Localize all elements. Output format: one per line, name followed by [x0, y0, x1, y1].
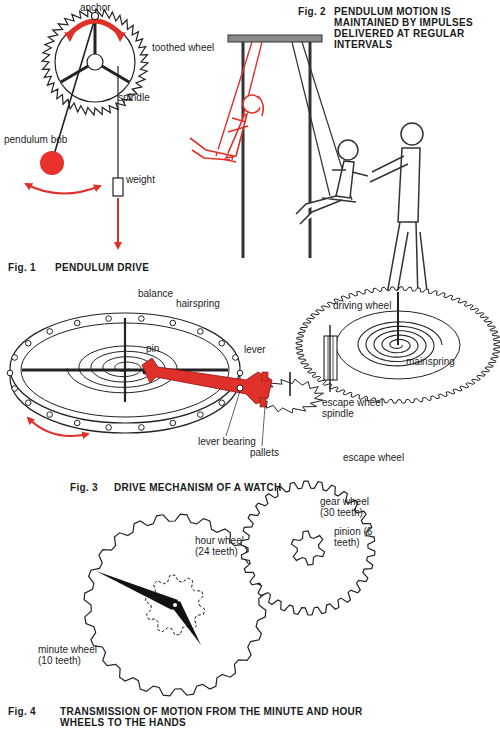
- wheel-label: gear wheel (30 teeth): [320, 496, 384, 518]
- balance-screw: [233, 355, 239, 361]
- gear-outline-svg: [290, 530, 326, 566]
- balance-screw: [139, 316, 145, 322]
- swing-rope: [292, 42, 330, 196]
- gear-wheel-node: gear wheel (30 teeth)pinion (6 teeth): [240, 480, 376, 616]
- gear-wheel-node: hour wheel (24 teeth): [83, 513, 267, 697]
- pendulum-drive: [26, 9, 148, 248]
- minute-hand: [96, 571, 178, 610]
- child-figure: [296, 140, 368, 224]
- hour-hand: [171, 601, 201, 645]
- part-label: pallets: [250, 447, 279, 458]
- pendulum-bob: [40, 151, 64, 175]
- balance-screw: [219, 340, 225, 346]
- figure-caption: Fig. 1: [8, 262, 36, 273]
- figure-caption: DRIVE MECHANISM OF A WATCH: [114, 482, 281, 493]
- figure-caption: PENDULUM MOTION IS MAINTAINED BY IMPULSE…: [334, 6, 484, 50]
- balance-screw: [47, 329, 53, 335]
- part-label: balance: [138, 288, 173, 299]
- part-label: weight: [126, 174, 155, 185]
- gear-outline: [291, 531, 324, 565]
- part-label: lever bearing: [198, 436, 256, 447]
- balance-screw: [139, 425, 145, 431]
- part-label: hairspring: [176, 298, 220, 309]
- weight-cord: [117, 66, 118, 178]
- wheel-rim: [55, 22, 135, 102]
- lever-symbol: [142, 358, 272, 404]
- watch-mechanism: [7, 287, 500, 446]
- balance-screw: [198, 329, 204, 335]
- balance-screws: [7, 316, 243, 430]
- pallet-stone: [260, 398, 266, 407]
- anchor-symbol: [68, 21, 122, 36]
- swing-arrow: [26, 184, 100, 194]
- swing-scene: [190, 35, 428, 300]
- driving-arbor: [397, 292, 399, 345]
- part-label: escape wheel spindle: [322, 397, 386, 419]
- balance-screw: [237, 370, 243, 376]
- part-label: minute wheel (10 teeth): [38, 644, 108, 666]
- figure-caption: Fig. 4: [8, 706, 36, 717]
- escape-arbor: [289, 372, 291, 396]
- swing-top-bar: [228, 35, 322, 42]
- hand-hub: [173, 603, 177, 607]
- gear-wheel-node: pinion (6 teeth): [290, 530, 326, 566]
- balance-wheel: [10, 313, 240, 433]
- part-label: mainspring: [406, 356, 455, 367]
- balance-screw: [7, 370, 13, 376]
- figure-caption: Fig. 2: [298, 6, 326, 17]
- figure-caption: TRANSMISSION OF MOTION FROM THE MINUTE A…: [60, 706, 390, 728]
- gravity-arrow: [117, 198, 119, 248]
- part-label: pin: [146, 343, 159, 354]
- part-label: spindle: [118, 92, 150, 103]
- balance-screw: [170, 320, 176, 326]
- leader-line: [226, 391, 240, 436]
- man-figure: [370, 123, 428, 300]
- balance-screw: [25, 340, 31, 346]
- driving-wheel: [296, 287, 500, 403]
- balance-screw: [74, 320, 80, 326]
- anchor-pivot: [92, 13, 99, 20]
- gear-outline: [84, 514, 266, 696]
- balance-screw: [106, 425, 112, 431]
- balance-screw: [74, 420, 80, 426]
- lever-bearing-pivot: [237, 385, 243, 391]
- minute-wheel: [145, 575, 204, 635]
- swing-post: [309, 42, 312, 258]
- part-label: escape wheel: [343, 452, 404, 463]
- wheel-label: pinion (6 teeth): [334, 526, 390, 548]
- weight-block: [113, 178, 123, 196]
- hand-hub: [170, 600, 180, 610]
- balance-screw: [170, 420, 176, 426]
- balance-screw: [47, 412, 53, 418]
- escape-pinion: [324, 325, 337, 392]
- figure-caption: Fig. 3: [70, 482, 98, 493]
- anchor-pallets: [64, 32, 126, 42]
- part-label: toothed wheel: [152, 42, 214, 53]
- figure-caption: PENDULUM DRIVE: [55, 262, 149, 273]
- girl-figure: [190, 95, 263, 162]
- part-label: lever: [244, 344, 266, 355]
- spindle-hub: [87, 54, 103, 70]
- balance-screw: [106, 316, 112, 322]
- oscillation-arrow: [28, 418, 88, 436]
- balance-screw: [25, 400, 31, 406]
- part-label: pendulum bob: [4, 134, 67, 145]
- balance-staff: [124, 318, 126, 402]
- part-label: anchor: [80, 2, 111, 13]
- balance-screw: [12, 386, 18, 392]
- leader-line: [262, 406, 265, 446]
- pallet-stone: [262, 372, 268, 381]
- balance-screw: [12, 355, 18, 361]
- part-label: driving wheel: [333, 300, 391, 311]
- balance-screw: [198, 412, 204, 418]
- balance-screw: [219, 400, 225, 406]
